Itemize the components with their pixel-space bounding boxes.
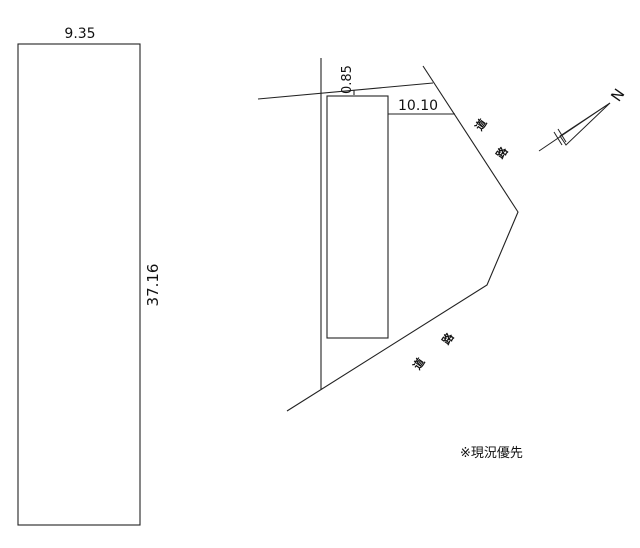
distance-label: 10.10 [398,98,438,114]
north-boundary-line [257,82,434,100]
building-outline [326,95,389,339]
north-arrow-icon [538,102,611,152]
road-label-upper-2: 路 [493,143,511,161]
left-lot-plan [17,43,141,526]
setback-label: 0.85 [340,65,355,94]
north-label: N [607,85,628,105]
road-label-lower-1: 道 [410,355,428,372]
road-label-lower-2: 路 [439,329,457,347]
lot-rectangle [17,43,141,526]
road-edge [286,65,519,412]
road-label-upper-1: 道 [472,116,490,133]
lot-length-label: 37.16 [144,264,162,307]
note-text: ※現況優先 [460,446,523,461]
lot-width-label: 9.35 [64,26,95,42]
site-plan [257,58,519,412]
